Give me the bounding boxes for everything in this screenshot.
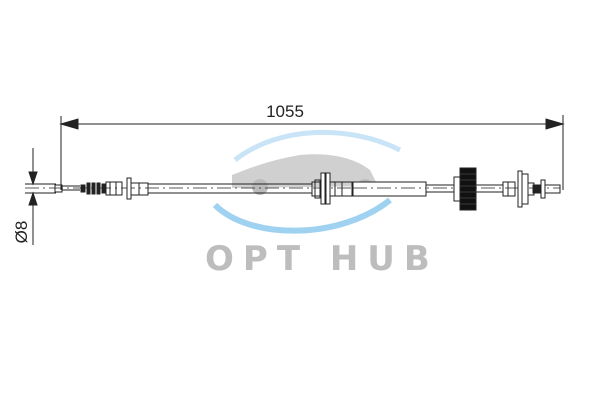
swoosh-lower (212, 197, 392, 234)
diameter-arrow-top (28, 171, 38, 186)
watermark-text: OPT HUB (205, 239, 439, 279)
nut-left (105, 181, 123, 196)
watermark-logo (212, 129, 402, 234)
middle-grommet (311, 172, 353, 205)
arrowhead-right (545, 118, 565, 130)
pin-collar (540, 179, 546, 199)
bellows (80, 182, 106, 195)
flange-left (126, 177, 132, 200)
gear-collar (453, 176, 461, 202)
flange-right (517, 170, 523, 208)
gear-adjuster (459, 167, 477, 211)
diameter-dimension-label: Ø8 (12, 221, 31, 244)
end-sleeve (54, 184, 63, 193)
arrowhead-left (59, 118, 79, 130)
car-icon (232, 154, 378, 188)
nut-right (502, 181, 516, 197)
length-dimension-label: 1055 (266, 102, 304, 121)
tube-middle (352, 181, 427, 197)
diameter-arrow-bottom (28, 191, 38, 206)
swoosh-upper (233, 129, 402, 162)
end-pin (544, 184, 561, 194)
